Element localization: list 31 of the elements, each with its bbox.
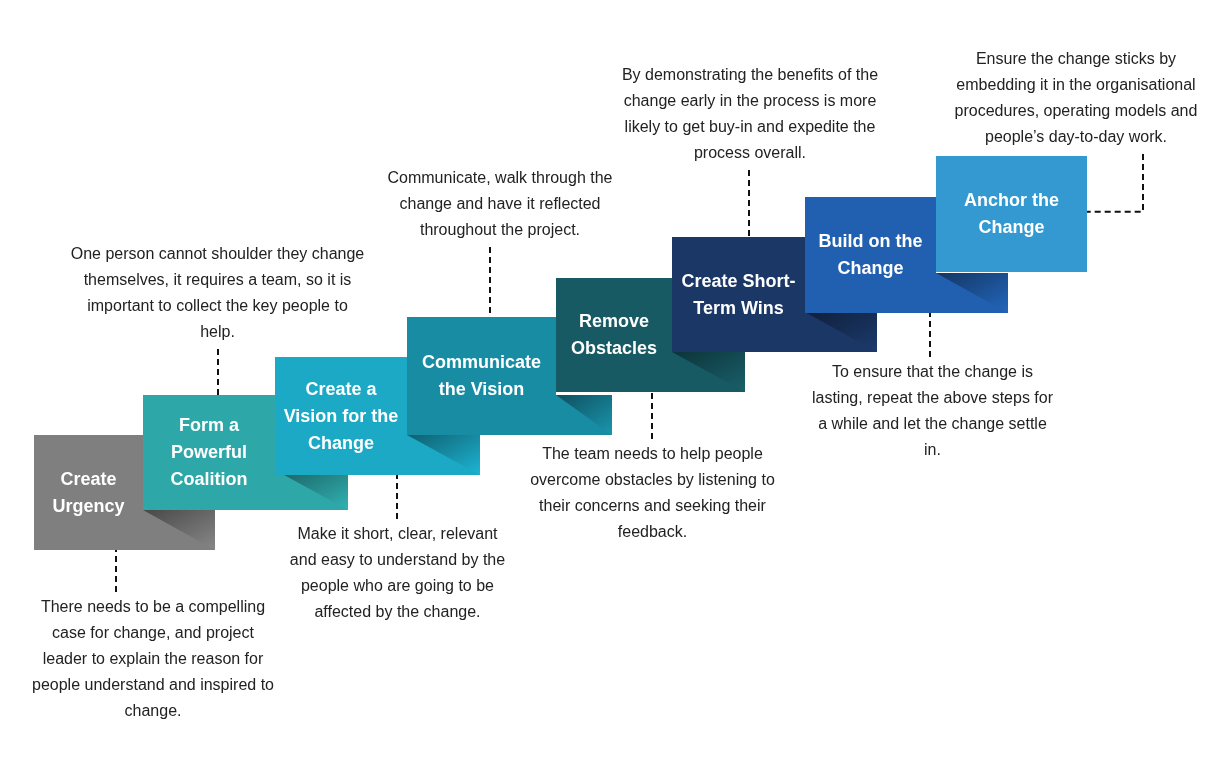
step-title: Remove Obstacles bbox=[569, 310, 658, 360]
callout-text: By demonstrating the benefits of the change early in the process is more likely to get buy-in and expedite the process overall. bbox=[605, 62, 895, 166]
step-title: Form a Powerful Coalition bbox=[169, 414, 249, 491]
step-title: Create Short-Term Wins bbox=[680, 269, 797, 320]
step-title: Create Urgency bbox=[51, 467, 126, 518]
leader-line bbox=[1086, 153, 1144, 213]
step-title: Create a Vision for the Change bbox=[282, 377, 400, 455]
callout-text: Make it short, clear, relevant and easy to understand by the people who are going to be affected by the change. bbox=[285, 521, 510, 625]
step-banner bbox=[143, 395, 275, 510]
leader-line bbox=[217, 348, 219, 396]
callout-text: The team needs to help people overcome obstacles by listening to their concerns and seeking their feedback. bbox=[530, 441, 775, 545]
callout-text: One person cannot shoulder they change themselves, it requires a team, so it is important to collect the key people to help. bbox=[70, 241, 365, 345]
step-title: Communicate the Vision bbox=[421, 351, 542, 401]
step-banner bbox=[805, 197, 936, 313]
step-banner bbox=[34, 435, 143, 550]
callout-text: Ensure the change sticks by embedding it in the organisational procedures, operating models and people’s day-to-day work. bbox=[945, 46, 1207, 150]
step-banner bbox=[275, 357, 407, 475]
step-banner bbox=[407, 317, 556, 435]
leader-line bbox=[651, 391, 653, 440]
step-banner bbox=[672, 237, 805, 352]
callout-text: Communicate, walk through the change and have it reflected throughout the project. bbox=[385, 165, 615, 243]
step-banner bbox=[556, 278, 672, 392]
leader-line bbox=[115, 549, 117, 593]
leader-line bbox=[748, 169, 750, 238]
leader-line bbox=[396, 474, 398, 520]
step-title: Anchor the Change bbox=[963, 189, 1060, 239]
step-banner bbox=[936, 156, 1087, 272]
callout-text: To ensure that the change is lasting, repeat the above steps for a while and let the change settle in. bbox=[810, 359, 1055, 463]
step-title: Build on the Change bbox=[817, 230, 924, 280]
leader-line bbox=[929, 312, 931, 358]
callout-text: There needs to be a compelling case for change, and project leader to explain the reason for people understand and inspired to change. bbox=[28, 594, 278, 724]
